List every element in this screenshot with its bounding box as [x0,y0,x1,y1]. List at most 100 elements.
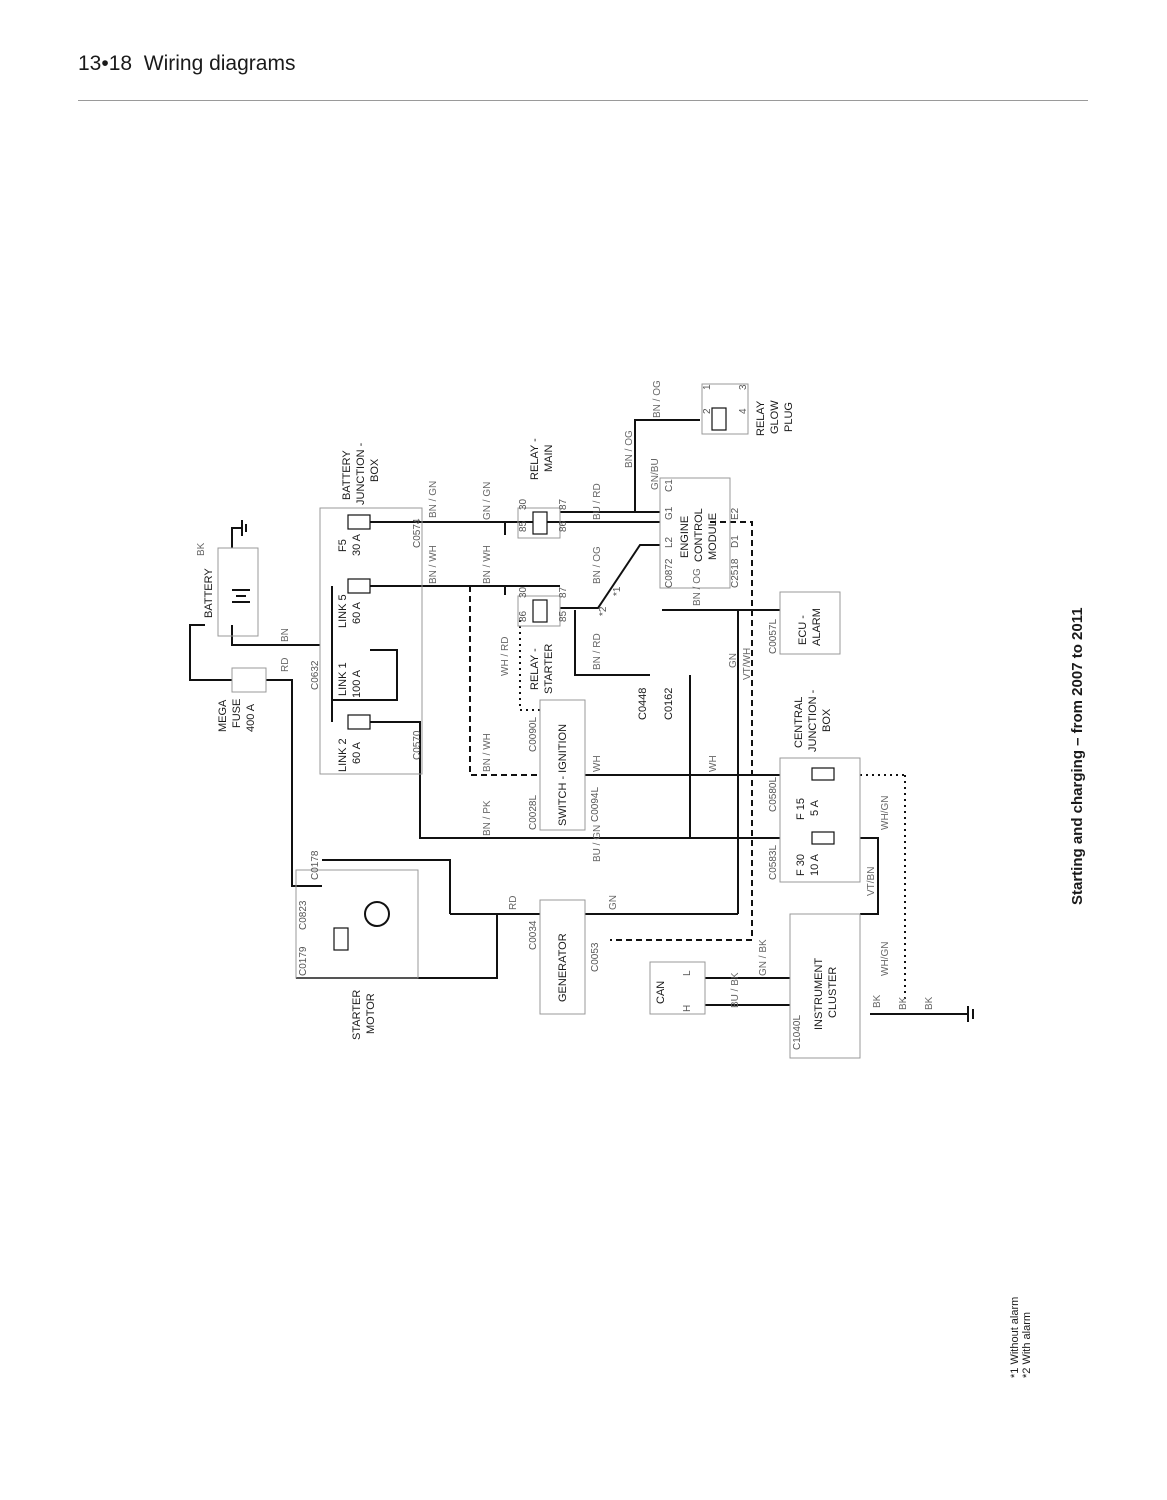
relay-glow-label-3: PLUG [783,402,795,432]
wire-wh-rd: WH / RD [500,637,511,676]
can-pin-h: H [682,1005,693,1012]
conn-c0178: C0178 [310,850,321,880]
link2-label-2: 60 A [351,741,363,764]
wire-gn-bk: GN / BK [758,939,769,976]
conn-c0583l: C0583L [768,845,779,880]
relay-glow-plug-box [701,383,749,435]
conn-c0162: C0162 [663,688,675,720]
relay-main-pin-85: 85 [518,520,529,532]
conn-c0034: C0034 [528,920,539,950]
battery-symbol-icon [232,589,250,603]
wire-bn-wh-2: BN / WH [482,545,493,584]
ecu-alarm-box [779,591,841,655]
conn-c0580l: C0580L [768,777,779,812]
can-box [649,961,706,1015]
relay-starter-pin-85: 85 [558,610,569,622]
starter-motor-label-1: STARTER [351,990,363,1040]
f5-label-2: 30 A [351,533,363,556]
battery-label: BATTERY [203,568,215,618]
wire-bn-og-2: BN / OG [624,430,635,468]
link1-label-1: LINK 1 [337,662,349,696]
ecm-pin-l2: L2 [664,536,675,548]
wire-bn-wh-3: BN / WH [482,733,493,772]
alarm-mark-2: *2 [598,606,609,616]
ecm-label-3: MODULE [707,513,719,560]
wire-bk-2: BK [898,996,909,1010]
relay-starter-label-2: STARTER [543,644,555,694]
cjb-label-2: JUNCTION - [807,689,819,752]
f30-label-1: F 30 [795,854,807,876]
relay-starter-coil-icon [532,599,548,623]
fuse-link2 [347,714,371,730]
wire-bu-bk: BU / BK [730,972,741,1008]
conn-c0057l: C0057L [768,619,779,654]
relay-main-pin-86: 86 [558,520,569,532]
relay-main-coil-icon [532,511,548,535]
conn-c0094l: C0094L [590,787,601,822]
relay-main-label-2: MAIN [543,444,555,472]
section-title: Wiring diagrams [143,52,296,75]
starter-motor-box [295,869,419,979]
wire-gn-bu: GN/BU [650,458,661,490]
wire-bn-rd: BN / RD [592,633,603,670]
relay-starter-label-1: RELAY - [529,648,541,690]
glow-pin-4: 4 [738,408,749,414]
connector-labels: C0574 C0632 C0570 C0823 C0178 C0179 C002… [298,518,803,1050]
relay-starter-box [517,595,561,627]
relay-glow-label-1: RELAY [755,400,767,436]
wire-wh-gn-1: WH/GN [880,796,891,830]
ecm-pin-c1: C1 [664,479,675,492]
bjb-label-1: BATTERY [341,450,353,500]
conn-c0448: C0448 [637,688,649,720]
fuse-f15 [811,767,835,781]
relay-starter-pin-30: 30 [518,586,529,598]
link2-label-1: LINK 2 [337,738,349,772]
wire-bu-rd: BU / RD [592,483,603,520]
mega-fuse-label-2: FUSE [231,699,243,728]
generator-label: GENERATOR [557,933,569,1002]
relay-starter-pin-86: 86 [518,610,529,622]
cjb-label-1: CENTRAL [793,697,805,748]
page-ref: 13•18 [78,52,133,75]
wire-gn-gn: GN / GN [482,482,493,520]
link1-label-2: 100 A [351,669,363,698]
f15-label-2: 5 A [809,799,821,816]
battery-box [217,547,259,637]
footnote-1: *1 Without alarm [1009,1297,1021,1378]
alarm-mark-1: *1 [612,586,623,596]
wire-wh-2: WH [708,755,719,772]
starter-motor-label-2: MOTOR [365,993,377,1034]
components [217,383,861,1059]
mega-fuse-box [231,667,267,693]
wire-wh-gn-2: WH/GN [880,942,891,976]
relay-main-pin-30: 30 [518,498,529,510]
relay-main-pin-87: 87 [558,498,569,510]
conn-c0823: C0823 [298,900,309,930]
ecu-alarm-label-2: ALARM [811,608,823,646]
wire-vt-wh: VT/WH [742,648,753,680]
instrument-cluster-box [789,913,861,1059]
starter-solenoid-icon [333,927,349,951]
ecm-label-2: CONTROL [693,508,705,562]
conn-c0872: C0872 [664,558,675,588]
ecm-pin-d1: D1 [730,535,741,548]
ecm-pin-e2: E2 [730,507,741,520]
cjb-label-3: BOX [821,708,833,732]
conn-c0090l: C0090L [528,717,539,752]
fuse-link5 [347,578,371,594]
f30-label-2: 10 A [809,853,821,876]
wires [189,419,974,1022]
conn-c1040l: C1040L [792,1015,803,1050]
generator-box [539,899,586,1015]
wire-bn-og-3: BN / OG [652,380,663,418]
wire-bn-og-4: BN / OG [692,568,703,606]
relay-starter-pin-87: 87 [558,586,569,598]
glow-pin-3: 3 [738,384,749,390]
ecu-alarm-label-1: ECU - [797,615,809,645]
wire-bk-1: BK [872,994,883,1008]
ecm-label-1: ENGINE [679,516,691,558]
wire-rd: RD [280,658,291,672]
conn-c0028l: C0028L [528,795,539,830]
glow-relay-coil-icon [711,407,727,431]
